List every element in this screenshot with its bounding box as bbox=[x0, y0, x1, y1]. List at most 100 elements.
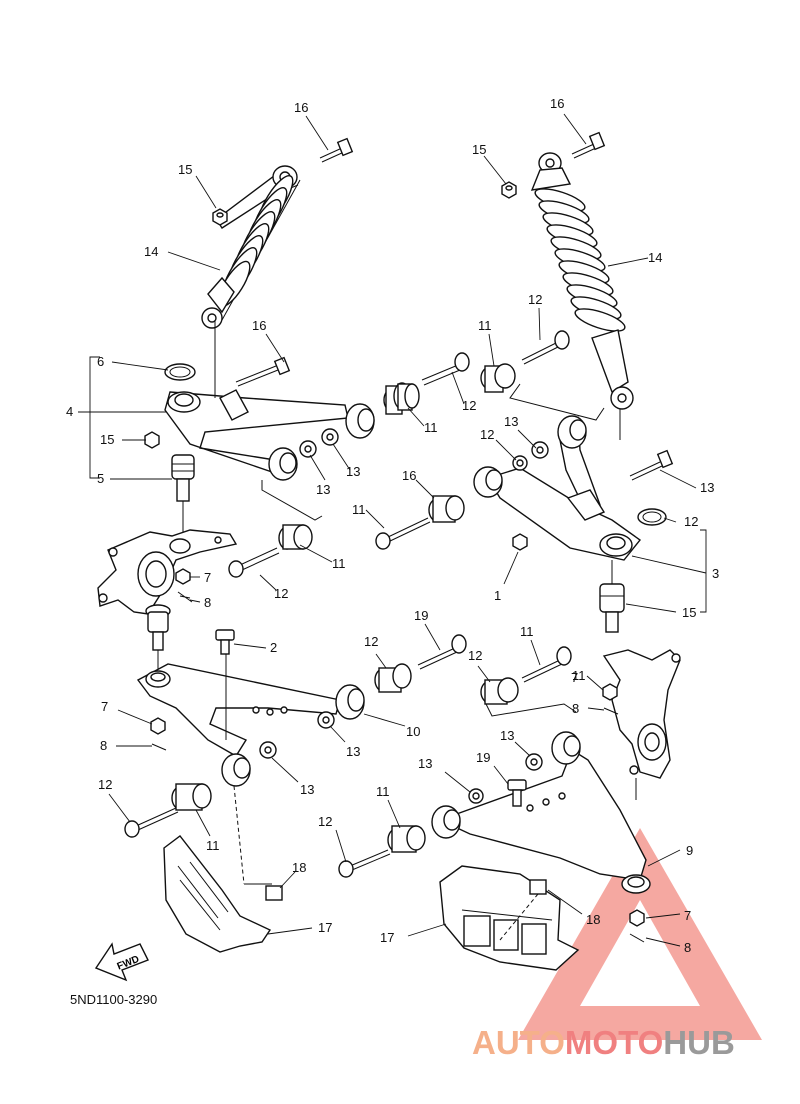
callout-label: 8 bbox=[684, 940, 691, 955]
nut-15-top-right bbox=[501, 181, 517, 199]
bolt-12-right-lower bbox=[338, 849, 391, 878]
callout-label: 12 bbox=[364, 634, 378, 649]
ball-joint-2-right bbox=[599, 560, 625, 633]
callout-label: 12 bbox=[462, 398, 476, 413]
callout-label: 8 bbox=[572, 701, 579, 716]
callout-label: 12 bbox=[98, 777, 112, 792]
left-steering-knuckle bbox=[97, 529, 238, 615]
callout-label: 7 bbox=[571, 670, 578, 685]
nut-7-right-lower bbox=[629, 909, 645, 927]
callout-label: 13 bbox=[346, 744, 360, 759]
right-lower-arm bbox=[431, 699, 651, 894]
bushing-11-left-upper-b bbox=[278, 524, 313, 550]
callout-label: 13 bbox=[346, 464, 360, 479]
callout-label: 11 bbox=[376, 784, 390, 799]
callout-label: 14 bbox=[648, 250, 662, 265]
bushing-11-lower-left-upper bbox=[374, 663, 412, 693]
callout-label: 16 bbox=[252, 318, 266, 333]
nut-13-b bbox=[299, 440, 317, 458]
skid-plate-17-left bbox=[163, 835, 283, 953]
nut-13-d bbox=[531, 441, 549, 459]
bolt-19-right bbox=[507, 779, 527, 807]
callout-label: 13 bbox=[418, 756, 432, 771]
callout-label: 15 bbox=[682, 605, 696, 620]
callout-label: 11 bbox=[206, 838, 220, 853]
callout-label: 1 bbox=[494, 588, 501, 603]
callout-label: 19 bbox=[414, 608, 428, 623]
callout-label: 18 bbox=[586, 912, 600, 927]
pin-8-left-upper bbox=[177, 591, 193, 603]
callout-label: 11 bbox=[478, 318, 492, 333]
pin-8-right-upper bbox=[603, 707, 619, 715]
callout-label: 15 bbox=[472, 142, 486, 157]
bolt-16-right-mid bbox=[629, 449, 674, 481]
callout-label: 9 bbox=[686, 843, 693, 858]
callout-label: 18 bbox=[292, 860, 306, 875]
callout-label: 13 bbox=[700, 480, 714, 495]
dashed-line-lower-left bbox=[233, 785, 272, 885]
watermark-part-1: AUTO bbox=[472, 1024, 565, 1061]
bolt-12-right-upper bbox=[521, 330, 570, 365]
callout-label: 7 bbox=[204, 570, 211, 585]
nut-13-f bbox=[259, 741, 277, 759]
bolt-12-right-lower-upper bbox=[521, 646, 572, 683]
callout-label: 7 bbox=[101, 699, 108, 714]
circlip-3-right bbox=[637, 508, 667, 526]
pin-8-left-lower bbox=[151, 743, 167, 751]
lower-ball-joint-left bbox=[145, 604, 171, 676]
callout-label: 5 bbox=[97, 471, 104, 486]
callout-label: 17 bbox=[380, 930, 394, 945]
callout-label: 16 bbox=[550, 96, 564, 111]
nut-7-right-upper bbox=[602, 683, 618, 701]
circlip-6-left bbox=[164, 363, 196, 381]
bolt-16-top-right bbox=[571, 131, 606, 159]
callout-label: 11 bbox=[520, 624, 534, 639]
callout-label: 12 bbox=[274, 586, 288, 601]
bolt-16-mid-left bbox=[235, 356, 291, 387]
bushing-11-right-lower bbox=[387, 825, 426, 853]
callout-label: 11 bbox=[352, 502, 366, 517]
bolt-12-left-upper bbox=[228, 547, 280, 578]
callout-label: 13 bbox=[316, 482, 330, 497]
nut-13-e bbox=[317, 711, 335, 729]
callout-label: 8 bbox=[204, 595, 211, 610]
callout-label: 16 bbox=[294, 100, 308, 115]
watermark-text: AUTOMOTOHUB bbox=[472, 1024, 735, 1061]
callout-label: 11 bbox=[572, 668, 586, 683]
left-lower-arm bbox=[136, 650, 365, 787]
callout-label: 3 bbox=[712, 566, 719, 581]
bushing-11-lower-left bbox=[171, 783, 212, 811]
bolt-12-right-mid bbox=[375, 517, 431, 550]
callout-label: 13 bbox=[300, 782, 314, 797]
nut-15-top-left bbox=[212, 208, 228, 226]
callout-label: 15 bbox=[100, 432, 114, 447]
callout-label: 10 bbox=[406, 724, 420, 739]
bushing-11-right-upper bbox=[480, 363, 516, 393]
callout-label: 13 bbox=[504, 414, 518, 429]
right-upper-arm bbox=[473, 383, 642, 561]
skid-plate-17-right bbox=[439, 865, 580, 971]
left-shock-absorber bbox=[201, 165, 301, 329]
ball-joint-5-left bbox=[171, 454, 195, 540]
callout-labels: 16 15 14 16 6 4 15 5 7 8 12 11 13 13 11 … bbox=[66, 96, 719, 955]
nut-13-a bbox=[321, 428, 339, 446]
callout-label: 12 bbox=[684, 514, 698, 529]
watermark-part-3: HUB bbox=[663, 1024, 735, 1061]
callout-label: 13 bbox=[500, 728, 514, 743]
callout-label: 19 bbox=[476, 750, 490, 765]
callout-label: 15 bbox=[178, 162, 192, 177]
nut-7-left-lower bbox=[150, 717, 166, 735]
nut-15-right bbox=[512, 533, 528, 551]
callout-label: 11 bbox=[424, 420, 438, 435]
bushing-11-right-mid bbox=[428, 495, 465, 523]
left-upper-arm bbox=[144, 320, 375, 481]
callout-label: 12 bbox=[318, 814, 332, 829]
callout-label: 12 bbox=[480, 427, 494, 442]
bolt-16-top-left bbox=[319, 137, 354, 163]
callout-label: 14 bbox=[144, 244, 158, 259]
callout-label: 11 bbox=[332, 556, 346, 571]
fwd-arrow: FWD bbox=[94, 942, 149, 982]
callout-label: 17 bbox=[318, 920, 332, 935]
callout-label: 16 bbox=[402, 468, 416, 483]
